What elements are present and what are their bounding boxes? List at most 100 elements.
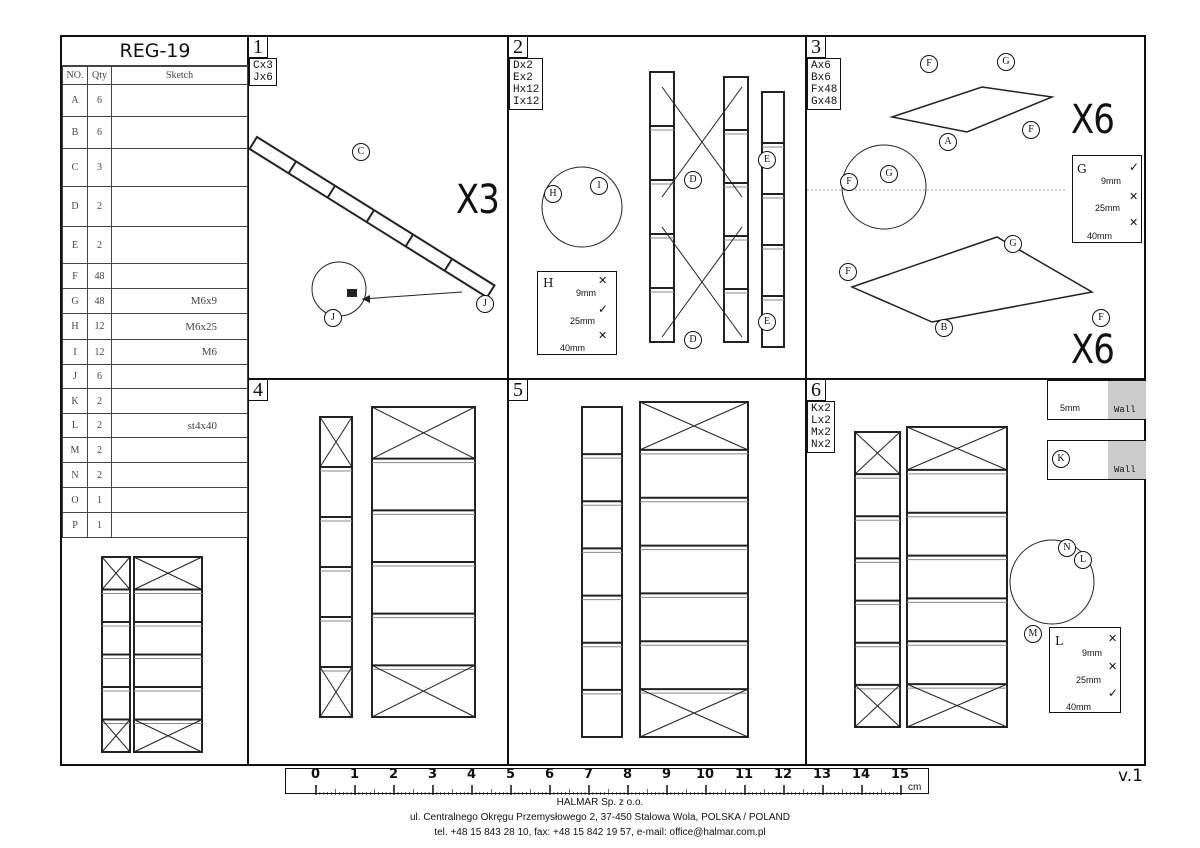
size-label: 25mm xyxy=(570,316,596,326)
part-spec: M6x25 xyxy=(111,313,248,340)
ruler-tick-label: 9 xyxy=(662,767,672,782)
callout-f: F xyxy=(1092,309,1110,327)
part-qty: Gx48 xyxy=(811,96,838,108)
part-qty: Ix12 xyxy=(513,96,540,108)
part-no: F xyxy=(62,263,88,289)
ruler-tick-label: 8 xyxy=(623,767,633,782)
part-qty: Cx3 xyxy=(253,60,273,72)
divider xyxy=(247,37,249,764)
callout-a: A xyxy=(939,133,957,151)
part-no: B xyxy=(62,116,88,149)
screw-box-label: H xyxy=(543,276,554,290)
size-label: 9mm xyxy=(1082,648,1102,658)
screw-box-label: L xyxy=(1055,634,1063,648)
callout-f: F xyxy=(1022,121,1040,139)
reject-icon: ✕ xyxy=(1129,190,1139,203)
part-no: D xyxy=(62,186,88,227)
part-qty: 48 xyxy=(87,263,112,289)
part-qty: Jx6 xyxy=(253,72,273,84)
overview-shelf-sketch xyxy=(101,556,203,753)
step-number: 6 xyxy=(807,380,826,401)
step-number: 1 xyxy=(249,37,268,58)
size-label: 40mm xyxy=(1087,231,1113,241)
part-no: O xyxy=(62,487,88,513)
part-spec xyxy=(111,226,248,264)
part-spec xyxy=(111,84,248,117)
ruler-tick-label: 6 xyxy=(545,767,555,782)
callout-d: D xyxy=(684,331,702,349)
reject-icon: ✕ xyxy=(1108,660,1118,673)
callout-f: F xyxy=(839,263,857,281)
multiplier: X6 xyxy=(1070,327,1115,373)
size-label: 9mm xyxy=(576,288,596,298)
ruler-tick-label: 10 xyxy=(696,767,715,782)
drill-size: 5mm xyxy=(1060,403,1080,413)
part-no: H xyxy=(62,313,88,340)
drill-detail: 5mm Wall xyxy=(1047,380,1146,420)
accept-icon: ✓ xyxy=(1129,160,1140,174)
ruler-tick-label: 1 xyxy=(350,767,360,782)
ruler-tick-label: 13 xyxy=(813,767,832,782)
ruler-tick-label: 3 xyxy=(428,767,438,782)
part-qty: Fx48 xyxy=(811,84,838,96)
callout-d: D xyxy=(684,171,702,189)
callout-f: F xyxy=(840,173,858,191)
part-qty: Dx2 xyxy=(513,60,533,72)
company-address: ul. Centralnego Okręgu Przemysłowego 2, … xyxy=(409,812,790,823)
part-no: E xyxy=(62,226,88,264)
callout-c: C xyxy=(352,143,370,161)
anchor-detail: Wall xyxy=(1047,440,1146,480)
multiplier: X6 xyxy=(1070,97,1115,143)
part-qty: Bx6 xyxy=(811,72,831,84)
part-qty: Mx2 xyxy=(811,427,831,439)
ruler-tick-label: 12 xyxy=(774,767,793,782)
reject-icon: ✕ xyxy=(598,274,608,287)
callout-e: E xyxy=(758,151,776,169)
callout-l: L xyxy=(1074,551,1092,569)
part-qty: Lx2 xyxy=(811,415,831,427)
callout-k: K xyxy=(1052,450,1070,468)
company-contact: tel. +48 15 843 28 10, fax: +48 15 842 1… xyxy=(434,827,766,838)
step-number: 3 xyxy=(807,37,826,58)
ruler-tick-label: 0 xyxy=(311,767,321,782)
part-qty: 1 xyxy=(87,512,112,538)
ruler-tick-label: 5 xyxy=(506,767,516,782)
callout-g: G xyxy=(880,165,898,183)
callout-b: B xyxy=(935,319,953,337)
reject-icon: ✕ xyxy=(598,329,608,342)
screw-box: L 9mm 25mm 40mm ✕ ✕ ✓ xyxy=(1049,627,1121,713)
reject-icon: ✕ xyxy=(1108,632,1118,645)
wall-block xyxy=(1108,441,1146,479)
wall-label: Wall xyxy=(1114,405,1136,415)
ruler-tick-label: 7 xyxy=(584,767,594,782)
size-label: 40mm xyxy=(560,343,586,353)
ruler-tick-label: 4 xyxy=(467,767,477,782)
ruler-unit: cm xyxy=(908,782,922,793)
part-spec xyxy=(111,437,248,463)
part-spec xyxy=(111,116,248,149)
ruler-tick-label: 11 xyxy=(735,767,754,782)
part-qty: Ax6 xyxy=(811,60,831,72)
ruler-tick-label: 2 xyxy=(389,767,399,782)
assembly-illustrations xyxy=(248,71,1095,738)
part-spec xyxy=(111,512,248,538)
size-label: 40mm xyxy=(1066,702,1092,712)
wall-block xyxy=(1108,381,1146,419)
part-qty: 2 xyxy=(87,388,112,414)
callout-f: F xyxy=(920,55,938,73)
ruler-tick-label: 15 xyxy=(891,767,910,782)
